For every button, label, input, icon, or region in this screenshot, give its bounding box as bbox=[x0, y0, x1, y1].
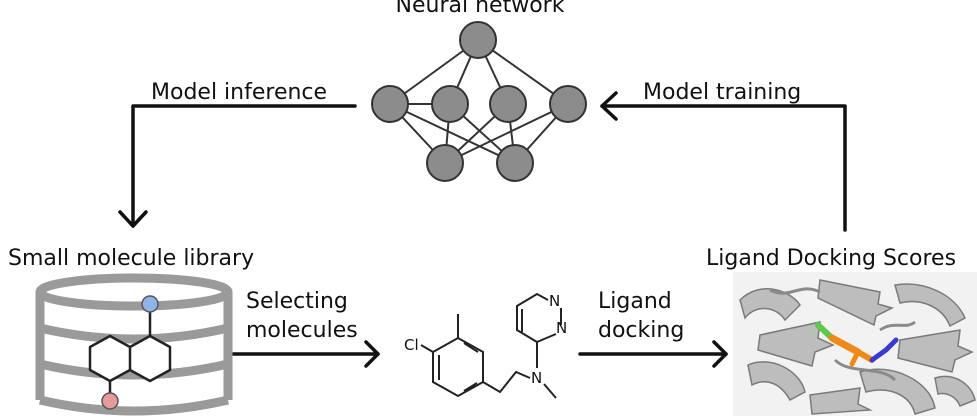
nn-node-mid-1 bbox=[371, 85, 409, 123]
neural-network-icon bbox=[371, 21, 587, 182]
model-inference-label: Model inference bbox=[151, 80, 327, 105]
atom-amine-nitrogen: N bbox=[531, 369, 542, 387]
model-inference-arrow bbox=[131, 104, 357, 228]
neural-network-title: Neural network bbox=[396, 0, 565, 18]
nn-node-bottom-2 bbox=[496, 144, 534, 182]
molecule-structure bbox=[420, 292, 562, 399]
naphthalene-icon bbox=[88, 295, 172, 410]
docking-label-line1: Ligand bbox=[598, 289, 672, 314]
model-training-label: Model training bbox=[643, 80, 801, 105]
substituent-red-atom bbox=[101, 392, 119, 410]
selecting-label-line1: Selecting bbox=[246, 289, 348, 314]
atom-ring-nitrogen-2: N bbox=[556, 319, 567, 337]
docking-label-line2: docking bbox=[598, 318, 684, 343]
arrows bbox=[118, 91, 847, 368]
model-inference-arrowhead bbox=[118, 210, 148, 228]
selecting-label-line2: molecules bbox=[246, 318, 358, 343]
selecting-arrowhead bbox=[364, 340, 380, 368]
nn-node-mid-4 bbox=[549, 85, 587, 123]
nn-node-mid-3 bbox=[489, 85, 527, 123]
nn-node-bottom-1 bbox=[426, 144, 464, 182]
atom-ring-nitrogen-1: N bbox=[549, 292, 560, 310]
library-title: Small molecule library bbox=[8, 246, 254, 271]
nn-node-mid-2 bbox=[431, 85, 469, 123]
atom-chlorine: Cl bbox=[404, 336, 419, 354]
ligand-pose bbox=[815, 322, 899, 367]
model-training-arrow bbox=[600, 104, 847, 232]
nn-nodes bbox=[371, 21, 587, 182]
scores-title: Ligand Docking Scores bbox=[706, 246, 956, 271]
database-icon bbox=[35, 273, 233, 416]
docking-pose-image bbox=[733, 272, 977, 416]
model-training-arrowhead bbox=[600, 91, 618, 121]
substituent-blue-atom bbox=[141, 295, 159, 313]
nn-node-top bbox=[459, 21, 497, 59]
docking-arrowhead bbox=[712, 340, 728, 368]
